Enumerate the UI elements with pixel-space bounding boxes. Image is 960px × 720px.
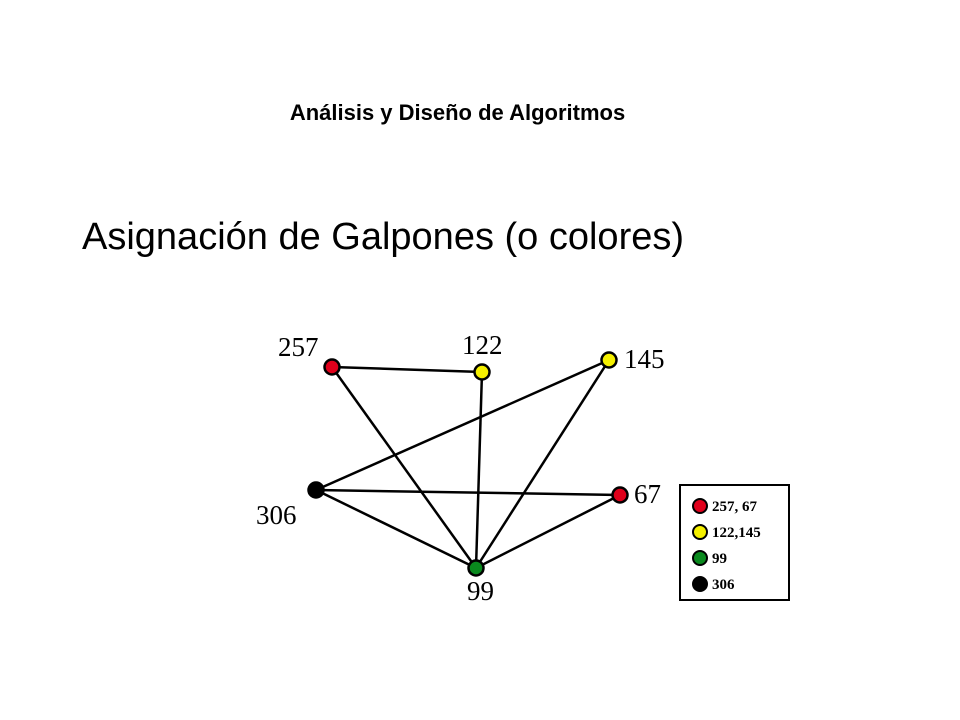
node-label-145: 145 <box>624 344 665 374</box>
node-label-99: 99 <box>467 576 494 606</box>
graph-edges <box>315 358 621 570</box>
edge-306-67 <box>315 488 621 497</box>
graph-labels: 257 122 145 306 67 99 <box>256 330 665 606</box>
legend-label-0: 257, 67 <box>712 499 758 515</box>
edge-145-306 <box>315 358 610 492</box>
node-label-306: 306 <box>256 500 297 530</box>
node-257 <box>323 358 341 376</box>
legend-swatch-2 <box>692 550 708 566</box>
graph-nodes <box>307 351 629 577</box>
legend-swatch-3 <box>692 576 708 592</box>
slide-header: Análisis y Diseño de Algoritmos <box>289 100 626 125</box>
edge-306-99 <box>315 488 477 570</box>
node-67 <box>611 486 629 504</box>
edge-122-99 <box>474 371 484 569</box>
edge-257-99 <box>330 366 478 569</box>
node-306 <box>307 481 325 499</box>
edge-67-99 <box>475 493 621 570</box>
node-label-122: 122 <box>462 330 503 360</box>
node-122 <box>473 363 491 381</box>
node-145 <box>600 351 618 369</box>
legend-label-3: 306 <box>712 577 735 593</box>
legend-swatch-0 <box>692 498 708 514</box>
slide-title: Asignación de Galpones (o colores) <box>82 216 685 258</box>
edge-257-122 <box>331 365 483 374</box>
edge-145-99 <box>474 359 611 569</box>
node-label-257: 257 <box>278 332 319 362</box>
legend-label-2: 99 <box>712 551 727 567</box>
legend-label-1: 122,145 <box>712 525 761 541</box>
legend-swatch-1 <box>692 524 708 540</box>
node-label-67: 67 <box>634 479 661 509</box>
node-99 <box>467 559 485 577</box>
legend: 257, 67 122,145 99 306 <box>679 484 790 601</box>
